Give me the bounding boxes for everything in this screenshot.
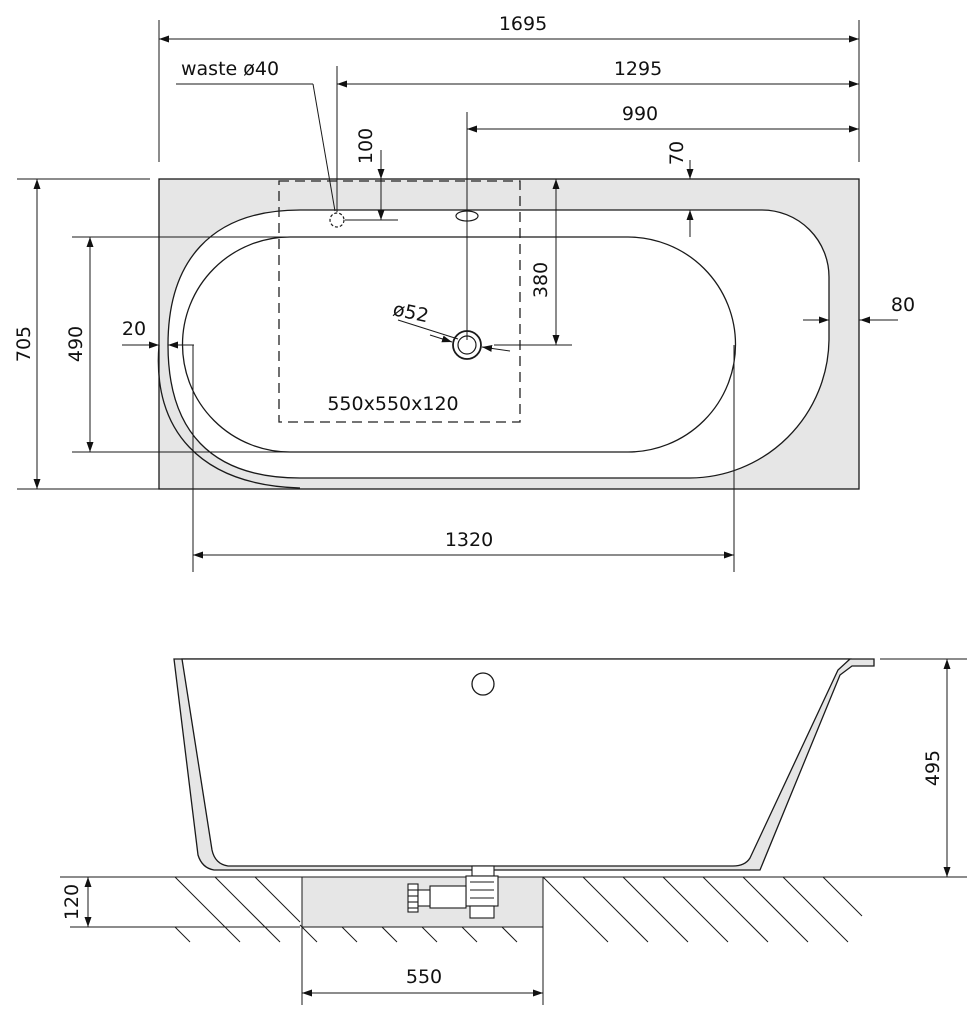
drain-assembly [407,865,499,919]
label-waste: waste ø40 [181,58,279,80]
label-70: 70 [666,141,688,165]
label-100: 100 [355,128,377,164]
plan-view: 1695 1295 990 waste ø40 100 70 705 490 2… [13,13,915,572]
label-1320: 1320 [445,529,493,551]
label-490: 490 [65,326,87,362]
floor-recess-outline [278,180,521,423]
label-recess: 550x550x120 [327,393,458,415]
label-1295: 1295 [614,58,662,80]
tub-rim-inner-edge [157,344,301,489]
label-495: 495 [922,750,944,786]
label-990: 990 [622,103,658,125]
floor-hatching [174,876,863,943]
label-20: 20 [122,318,146,340]
label-550: 550 [406,966,442,988]
elevation-view: 495 120 550 [60,658,967,1005]
label-1695: 1695 [499,13,547,35]
label-120: 120 [61,884,83,920]
overflow-hole [471,672,495,696]
waste-hole [329,212,345,228]
label-80: 80 [891,294,915,316]
label-705: 705 [13,326,35,362]
tub-inner [181,658,852,867]
label-380: 380 [530,262,552,298]
